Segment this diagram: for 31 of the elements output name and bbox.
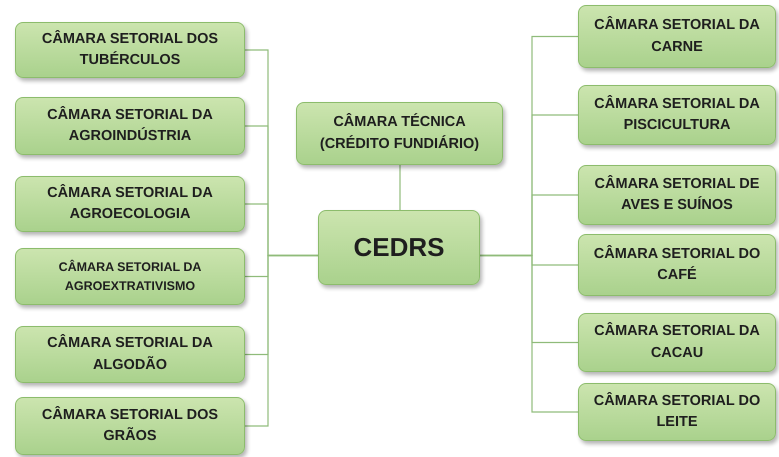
node-label: CÂMARA SETORIAL DA CARNE: [593, 15, 761, 56]
node-label: CÂMARA SETORIAL DA AGROEXTRATIVISMO: [58, 258, 202, 294]
node-label: CÂMARA SETORIAL DA CACAU: [593, 321, 761, 362]
node-label: CÂMARA SETORIAL DO CAFÉ: [592, 244, 762, 285]
node-box: [15, 397, 245, 455]
node-label: CÂMARA SETORIAL DA AGROINDÚSTRIA: [46, 105, 214, 146]
node-box: [578, 383, 776, 441]
node-label: CEDRS: [353, 230, 444, 264]
node-label: CÂMARA TÉCNICA (CRÉDITO FUNDIÁRIO): [318, 112, 480, 154]
node-box: [15, 326, 245, 383]
node-label: CÂMARA SETORIAL DA PISCICULTURA: [593, 94, 761, 135]
node-box: [578, 165, 776, 225]
node-label: CÂMARA SETORIAL DOS TUBÉRCULOS: [40, 29, 220, 70]
node-box: [578, 234, 776, 296]
node-box: [578, 5, 776, 68]
node-label: CÂMARA SETORIAL DOS GRÃOS: [40, 405, 220, 446]
node-box: [318, 210, 480, 285]
node-label: CÂMARA SETORIAL DO LEITE: [592, 391, 762, 432]
node-box: [15, 97, 245, 155]
connector-line: [399, 165, 401, 210]
node-box: [15, 248, 245, 305]
node-box: [15, 176, 245, 232]
connector-line: [480, 254, 578, 413]
node-box: [578, 85, 776, 145]
node-box: [15, 22, 245, 78]
node-label: CÂMARA SETORIAL DA ALGODÃO: [46, 333, 214, 374]
connector-line: [245, 254, 318, 427]
node-label: CÂMARA SETORIAL DE AVES E SUÍNOS: [594, 174, 760, 215]
node-label: CÂMARA SETORIAL DA AGROECOLOGIA: [46, 183, 214, 224]
node-box: [578, 313, 776, 372]
node-box: [296, 102, 503, 165]
